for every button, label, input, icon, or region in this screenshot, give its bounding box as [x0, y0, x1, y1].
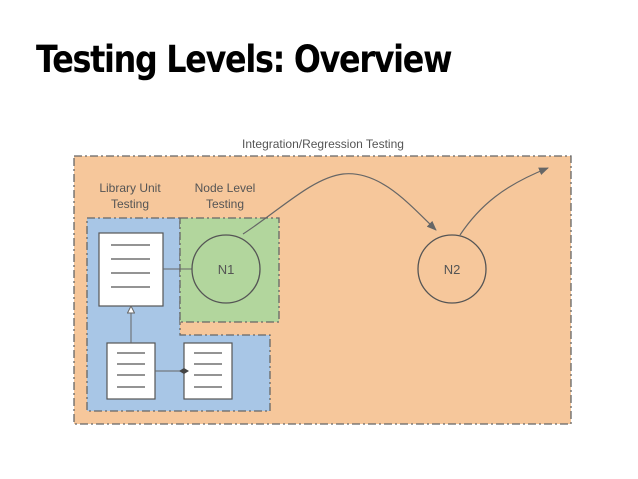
- node-n1-label: N1: [218, 262, 235, 277]
- slide-title: Testing Levels: Overview: [36, 38, 452, 81]
- library-unit-label-line2: Testing: [111, 197, 149, 211]
- library-document-bottom-right: [183, 342, 233, 400]
- node-n2: [417, 234, 487, 304]
- node-n2-label: N2: [444, 262, 461, 277]
- node-n1: [191, 234, 261, 304]
- node-level-label-line2: Testing: [206, 197, 244, 211]
- node-level-label-line1: Node Level: [195, 181, 256, 195]
- n1-to-n2-arrow: [242, 173, 437, 235]
- library-document-top: [98, 232, 164, 307]
- n2-outgoing-arrow: [459, 167, 549, 236]
- library-document-bottom-left: [106, 342, 156, 400]
- library-unit-label-line1: Library Unit: [99, 181, 161, 195]
- integration-region-label: Integration/Regression Testing: [242, 137, 404, 151]
